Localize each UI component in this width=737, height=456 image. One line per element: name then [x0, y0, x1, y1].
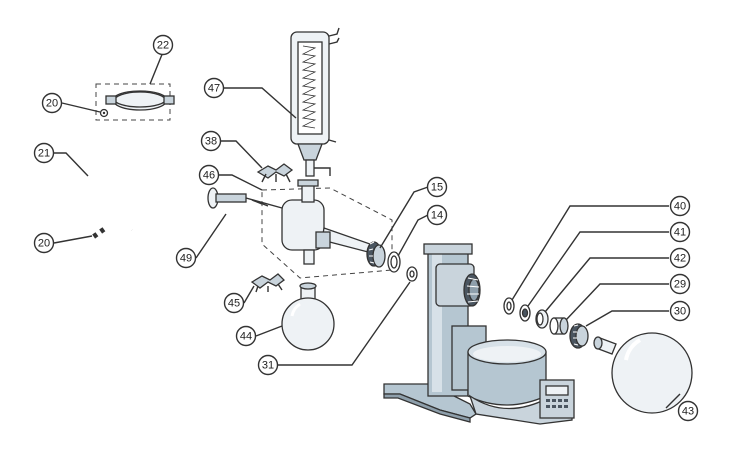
callout-number: 38 — [205, 136, 217, 148]
callout-45: 45 — [223, 292, 245, 314]
callout-number: 21 — [38, 148, 50, 160]
callout-21: 21 — [33, 142, 55, 164]
callout-number: 45 — [228, 298, 240, 310]
rotary-evaporator-base-unit — [383, 243, 575, 425]
ring-42 — [535, 309, 549, 329]
nut-15 — [366, 241, 386, 268]
callout-circle — [41, 92, 63, 114]
callout-number: 47 — [208, 83, 220, 95]
callout-circle — [223, 292, 245, 314]
callout-20: 20 — [41, 92, 63, 114]
callout-number: 20 — [38, 238, 50, 250]
callout-circle — [175, 247, 197, 269]
callout-number: 40 — [674, 201, 686, 213]
seal-41 — [519, 304, 531, 322]
nut-30 — [569, 323, 589, 349]
callout-15: 15 — [426, 176, 448, 198]
callout-circle — [33, 142, 55, 164]
condenser — [290, 27, 340, 177]
callout-number: 41 — [674, 227, 686, 239]
callout-number: 31 — [262, 360, 274, 372]
callout-number: 20 — [46, 98, 58, 110]
callout-labels: 22 20 21 20 47 38 46 49 15 14 45 44 31 40 41 42 29 30 43 — [33, 34, 699, 422]
callout-number: 43 — [682, 406, 694, 418]
callout-20: 20 — [33, 232, 55, 254]
callout-number: 15 — [431, 182, 443, 194]
clamp-assembly — [95, 83, 175, 121]
callout-circle — [426, 176, 448, 198]
callout-number: 46 — [203, 170, 215, 182]
callout-41: 41 — [669, 221, 691, 243]
callout-44: 44 — [235, 325, 257, 347]
callout-29: 29 — [669, 273, 691, 295]
vapor-duct-group — [207, 179, 393, 279]
callout-30: 30 — [669, 300, 691, 322]
clamp-screw — [99, 108, 109, 118]
seal-ring-14 — [387, 251, 401, 273]
callout-circle — [257, 354, 279, 376]
callout-number: 30 — [674, 306, 686, 318]
callout-number: 22 — [157, 40, 169, 52]
support-rod — [84, 84, 133, 232]
callout-circle — [669, 221, 691, 243]
callout-46: 46 — [198, 164, 220, 186]
callout-31: 31 — [257, 354, 279, 376]
callout-circle — [152, 34, 174, 56]
callout-14: 14 — [426, 204, 448, 226]
callout-43: 43 — [677, 400, 699, 422]
clip-45 — [250, 273, 285, 293]
callout-49: 49 — [175, 247, 197, 269]
callout-circle — [677, 400, 699, 422]
callout-circle — [198, 164, 220, 186]
callout-22: 22 — [152, 34, 174, 56]
washer-31 — [406, 266, 418, 282]
evaporating-flask-44 — [281, 282, 335, 351]
callout-circle — [669, 195, 691, 217]
callout-circle — [200, 130, 222, 152]
callout-number: 14 — [431, 210, 443, 222]
seal-40 — [503, 297, 515, 315]
callout-38: 38 — [200, 130, 222, 152]
callout-number: 42 — [674, 253, 686, 265]
callout-circle — [669, 273, 691, 295]
callout-circle — [203, 77, 225, 99]
callout-circle — [235, 325, 257, 347]
callout-circle — [426, 204, 448, 226]
callout-number: 29 — [674, 279, 686, 291]
callout-47: 47 — [203, 77, 225, 99]
callout-circle — [669, 247, 691, 269]
small-screws — [92, 227, 106, 239]
callout-number: 44 — [240, 331, 252, 343]
callout-40: 40 — [669, 195, 691, 217]
clip-38 — [256, 163, 294, 183]
callout-circle — [669, 300, 691, 322]
callout-42: 42 — [669, 247, 691, 269]
receiving-flask-43 — [593, 332, 693, 414]
sleeve-29 — [549, 317, 569, 335]
leader-lines — [53, 51, 681, 409]
callout-number: 49 — [180, 253, 192, 265]
callout-circle — [33, 232, 55, 254]
